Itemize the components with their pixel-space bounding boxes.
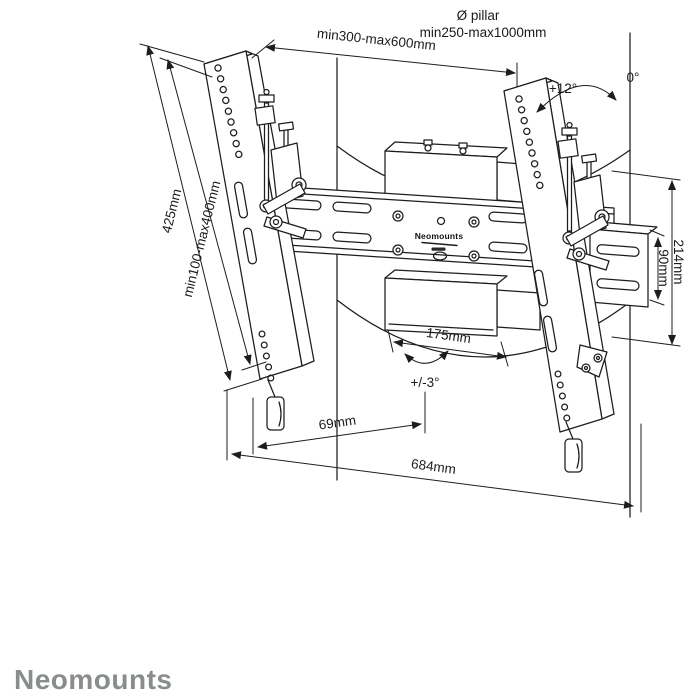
bottom-clamp-block (384, 269, 541, 337)
dim-total-width: 684mm (226, 389, 642, 513)
dim-right-outer: 214mm (611, 170, 686, 347)
footer-brand-wordmark: Neomounts (14, 664, 173, 695)
top-width-text: min300-max600mm (316, 26, 436, 53)
rail-logo-text: Neomounts (415, 231, 464, 241)
left-pull-cord (266, 379, 285, 431)
tilt-min-text: 0° (627, 70, 640, 85)
right-bracket-lower-holes (554, 370, 571, 422)
dim-swivel: +/-3° (404, 350, 449, 434)
total-width-text: 684mm (410, 456, 457, 477)
swivel-text: +/-3° (410, 375, 439, 390)
clamp-width-text: 175mm (425, 325, 472, 346)
dim-clamp-width: 175mm (387, 325, 509, 367)
dim-right-inner: 90mm (649, 229, 671, 306)
pillar-label-text: Ø pillar (457, 8, 500, 23)
left-outer-text: 425mm (159, 187, 184, 234)
right-tilt-mechanism (557, 121, 610, 271)
pillar-diameter-label: Ø pillar min250-max1000mm (420, 8, 547, 40)
dim-offset: 69mm (252, 397, 422, 455)
dim-tilt-arc: +12° 0° (536, 70, 640, 113)
offset-text: 69mm (318, 413, 357, 433)
rail-brand-logo: Neomounts (415, 231, 464, 251)
rail-logo-subtext-mark (431, 247, 446, 251)
left-bracket-lower-holes (258, 330, 275, 382)
rail-bolts (392, 210, 480, 262)
left-inner-text: min100-max400mm (180, 179, 223, 298)
tilt-max-text: +12° (549, 81, 577, 96)
right-bracket-holes (515, 95, 544, 190)
right-outer-text: 214mm (671, 239, 686, 284)
right-inner-text: 90mm (656, 249, 671, 287)
left-tilt-mechanism (254, 88, 307, 239)
pillar-range-text: min250-max1000mm (420, 25, 547, 40)
